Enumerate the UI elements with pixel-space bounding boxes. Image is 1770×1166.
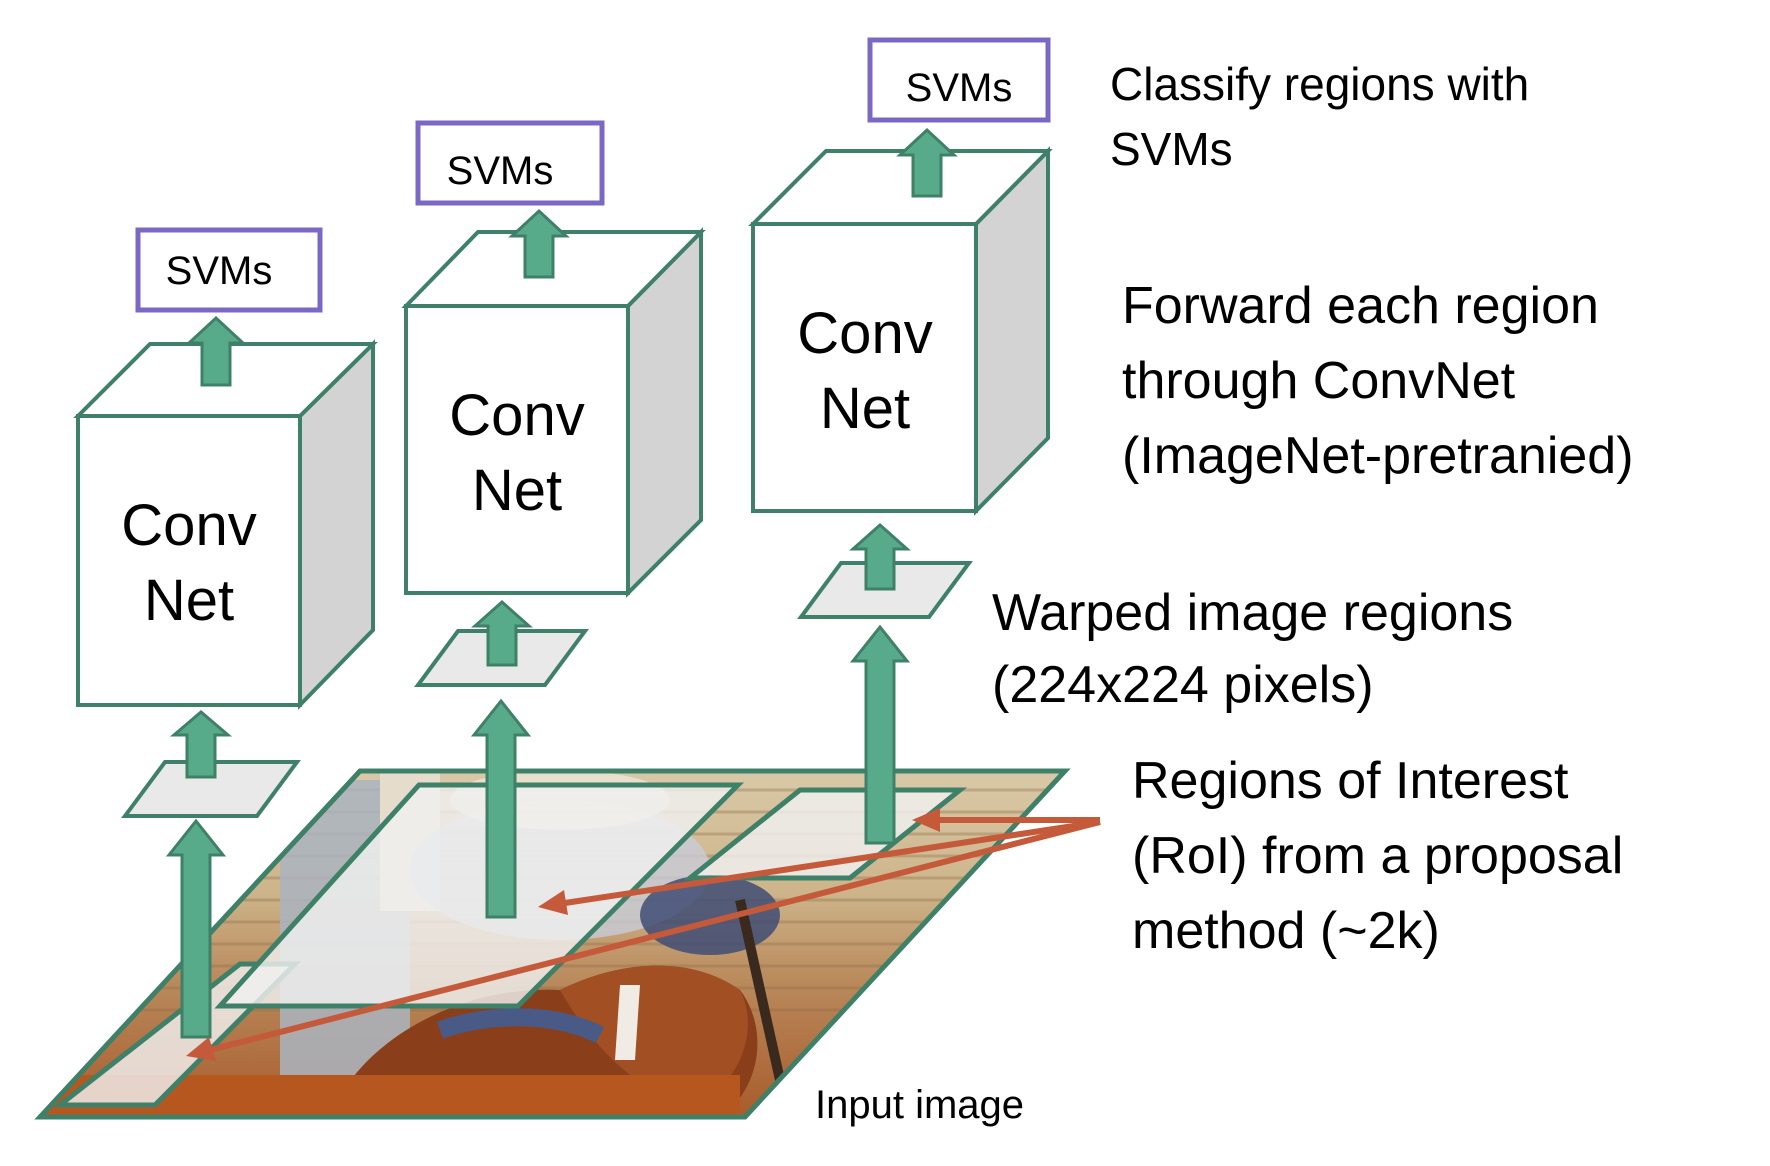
annotation-input-image: Input image	[815, 1083, 1024, 1127]
svg-text:Warped image regions: Warped image regions	[992, 584, 1513, 642]
convnet-label-line2: Net	[820, 376, 910, 441]
svg-text:Regions of Interest: Regions of Interest	[1132, 752, 1569, 810]
arrowhead-icon	[912, 808, 940, 832]
svm-box-3[interactable]	[867, 37, 1051, 123]
svm-label-2: SVMs	[447, 149, 554, 193]
svg-text:method (~2k): method (~2k)	[1132, 902, 1440, 960]
svg-text:(224x224 pixels): (224x224 pixels)	[992, 656, 1374, 714]
svm-box-2[interactable]	[415, 120, 605, 206]
convnet-cube-front	[76, 414, 302, 707]
column-2: Conv Net SVMs	[401, 120, 706, 919]
svg-text:Classify regions with: Classify regions with	[1110, 58, 1529, 110]
arrow-up-icon	[169, 710, 233, 779]
arrowhead-icon	[538, 890, 568, 915]
warped-region-1	[121, 760, 301, 818]
convnet-label-line1: Conv	[449, 383, 584, 448]
annotation-warped: Warped image regions (224x224 pixels)	[992, 584, 1513, 714]
svg-text:Forward each region: Forward each region	[1122, 277, 1599, 335]
convnet-cube-front	[404, 304, 630, 595]
svm-box-1[interactable]	[135, 227, 323, 313]
convnet-label-line2: Net	[144, 568, 234, 633]
arrow-up-icon	[849, 522, 911, 591]
arrow-up-icon	[896, 127, 958, 198]
column-1: Conv Net SVMs	[73, 227, 378, 1039]
convnet-label-line1: Conv	[121, 493, 256, 558]
annotation-forward: Forward each region through ConvNet (Ima…	[1122, 277, 1634, 485]
convnet-label-line2: Net	[472, 458, 562, 523]
svg-text:(RoI) from a proposal: (RoI) from a proposal	[1132, 827, 1623, 885]
roi-region-center	[214, 782, 745, 1009]
arrow-up-icon	[849, 624, 911, 845]
convnet-cube-front	[751, 222, 978, 513]
arrow-up-icon	[185, 315, 247, 387]
arrow-up-icon	[470, 698, 532, 919]
svm-label-1: SVMs	[166, 249, 273, 293]
roi-pointer-arrows	[186, 808, 1101, 1061]
arrow-up-icon	[471, 599, 533, 667]
input-image-frame	[34, 768, 1071, 1120]
annotation-roi: Regions of Interest (RoI) from a proposa…	[1132, 752, 1623, 960]
column-3: Conv Net SVMs	[748, 37, 1053, 845]
svg-text:(ImageNet-pretranied): (ImageNet-pretranied)	[1122, 427, 1634, 485]
annotation-classify: Classify regions with SVMs	[1110, 58, 1529, 175]
svm-label-3: SVMs	[906, 66, 1013, 110]
convnet-label-line1: Conv	[797, 301, 932, 366]
svg-text:through ConvNet: through ConvNet	[1122, 352, 1516, 410]
arrowhead-icon	[186, 1037, 216, 1061]
arrow-up-icon	[165, 818, 227, 1039]
svg-text:SVMs: SVMs	[1110, 123, 1233, 175]
arrow-up-icon	[508, 208, 570, 279]
